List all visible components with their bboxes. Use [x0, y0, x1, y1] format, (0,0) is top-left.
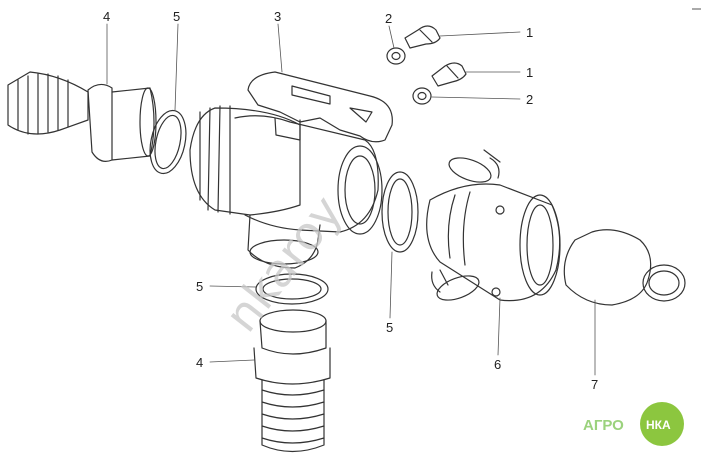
callout-1-mid: 1 — [526, 65, 533, 80]
callout-2-top: 2 — [385, 11, 392, 26]
screw-mid — [431, 62, 467, 87]
callout-2-mid: 2 — [526, 92, 533, 107]
washer-top — [386, 47, 406, 65]
callout-4-left: 4 — [196, 355, 203, 370]
dust-cap — [563, 229, 686, 306]
o-ring-top — [149, 109, 187, 175]
callout-7: 7 — [591, 377, 598, 392]
hose-barb-top — [7, 71, 157, 162]
callout-4-top: 4 — [103, 9, 110, 24]
screw-top — [404, 25, 441, 49]
watermark-text: nkaroy — [214, 185, 353, 342]
logo-left-text: АГРО — [583, 417, 624, 434]
callout-1-top: 1 — [526, 25, 533, 40]
callout-3: 3 — [274, 9, 281, 24]
logo-circle — [640, 402, 684, 446]
o-ring-bottom — [255, 273, 329, 305]
callout-5-left: 5 — [196, 279, 203, 294]
washer-mid — [412, 87, 432, 105]
callout-6: 6 — [494, 357, 501, 372]
callout-5-mid: 5 — [386, 320, 393, 335]
valve-body — [189, 105, 383, 269]
brand-logo: АГРО НКА — [583, 402, 684, 446]
valve-handle — [247, 71, 393, 143]
hose-barb-bottom — [253, 309, 331, 453]
callout-5-top: 5 — [173, 9, 180, 24]
callout-labels: 4 5 3 2 1 1 2 5 4 5 6 7 — [103, 9, 598, 392]
o-ring-mid — [381, 171, 419, 253]
camlock-coupling — [426, 149, 561, 302]
logo-right-text: НКА — [646, 418, 671, 432]
leader-lines — [106, 23, 596, 376]
